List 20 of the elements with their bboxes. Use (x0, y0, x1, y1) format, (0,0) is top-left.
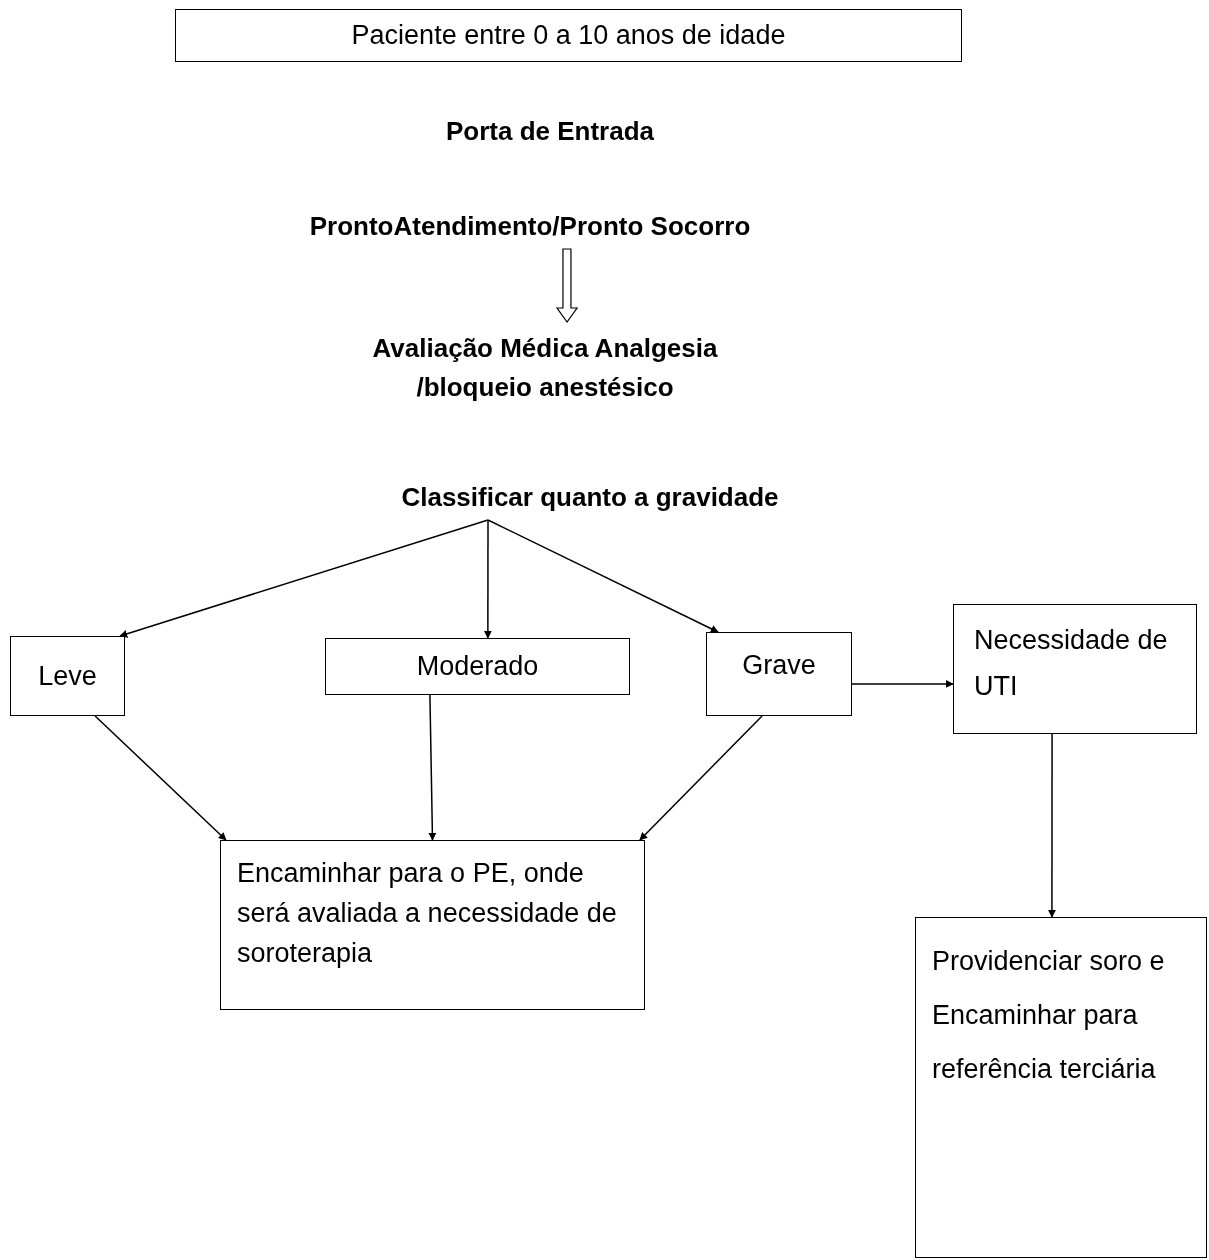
process-box: Moderado (325, 638, 630, 695)
process-box: Necessidade de UTI (953, 604, 1197, 734)
arrow (483, 519, 492, 639)
process-box: Grave (706, 632, 852, 716)
process-box: Leve (10, 636, 125, 716)
step-label: Classificar quanto a gravidade (350, 474, 830, 520)
arrow (1047, 733, 1056, 918)
hollow-arrow (555, 248, 579, 324)
arrow (94, 715, 227, 841)
arrow (119, 519, 489, 638)
arrow (487, 519, 719, 633)
process-box: Encaminhar para o PE, onde será avaliada a necessidade de soroterapia (220, 840, 645, 1010)
step-label: Porta de Entrada (360, 108, 740, 154)
step-label: Avaliação Médica Analgesia /bloqueio anestésico (320, 322, 770, 414)
step-label: ProntoAtendimento/Pronto Socorro (200, 203, 860, 249)
process-box: Paciente entre 0 a 10 anos de idade (175, 9, 962, 62)
arrow (428, 694, 437, 841)
arrow (639, 715, 763, 841)
process-box: Providenciar soro e Encaminhar para referência terciária (915, 917, 1207, 1258)
arrow (851, 679, 954, 688)
